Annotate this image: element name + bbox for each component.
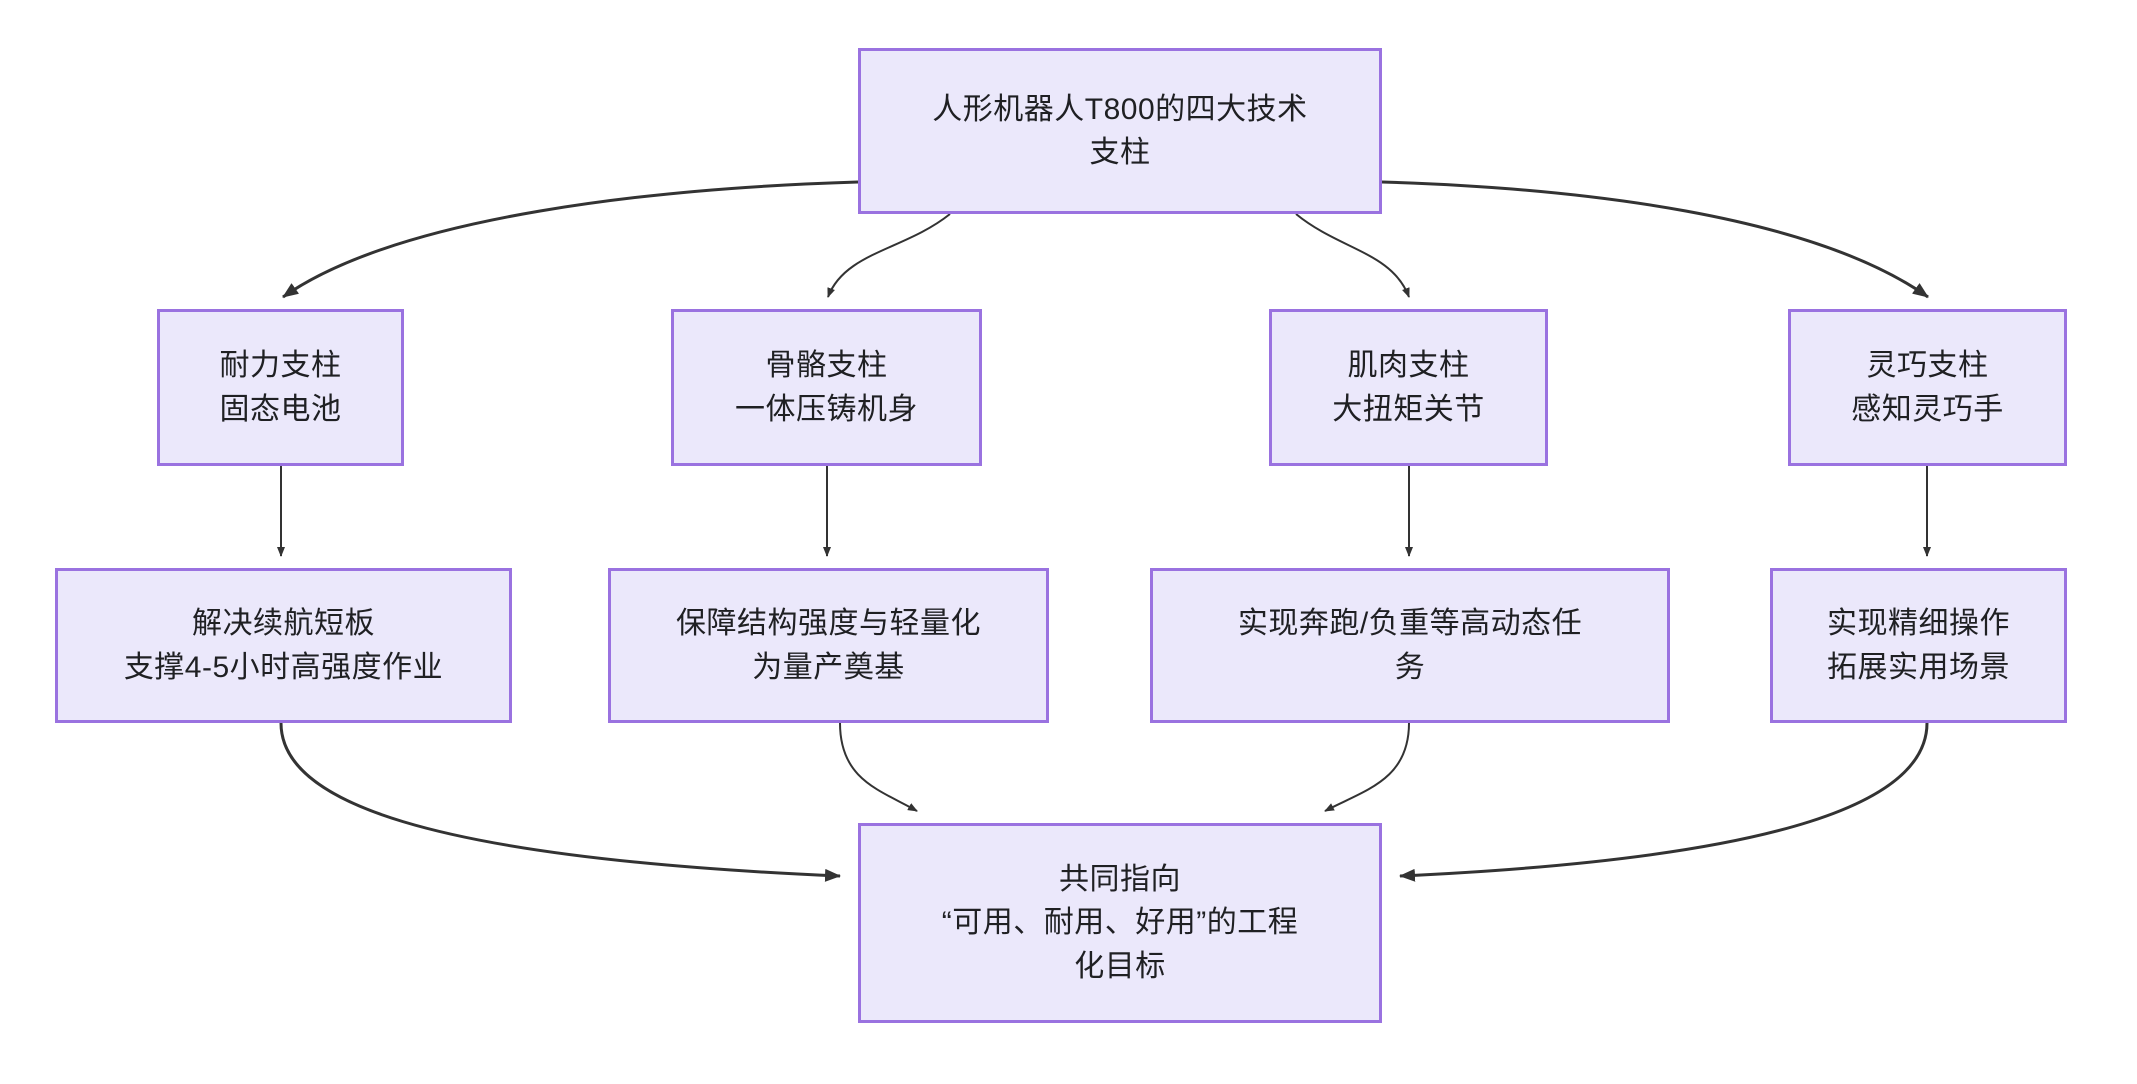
edge-outcome3-goal	[1324, 722, 1410, 812]
node-outcome-muscle[interactable]: 实现奔跑/负重等高动态任 务	[1150, 568, 1670, 723]
node-outcome-muscle-label: 实现奔跑/负重等高动态任 务	[1237, 607, 1583, 684]
edge-root-pillar3	[1295, 213, 1410, 298]
node-root-label: 人形机器人T800的四大技术 支柱	[932, 92, 1308, 170]
edge-outcome2-goal	[839, 722, 918, 812]
node-pillar-dexterity[interactable]: 灵巧支柱 感知灵巧手	[1788, 309, 2067, 466]
edge-outcome4-goal	[1399, 722, 1929, 882]
node-pillar-dexterity-label: 灵巧支柱 感知灵巧手	[1851, 349, 2004, 426]
node-outcome-skeleton[interactable]: 保障结构强度与轻量化 为量产奠基	[608, 568, 1049, 723]
node-pillar-muscle[interactable]: 肌肉支柱 大扭矩关节	[1269, 309, 1548, 466]
node-pillar-skeleton[interactable]: 骨骼支柱 一体压铸机身	[671, 309, 982, 466]
node-outcome-dexterity-label: 实现精细操作 拓展实用场景	[1827, 607, 2010, 684]
edge-outcome1-goal	[279, 722, 841, 882]
node-root[interactable]: 人形机器人T800的四大技术 支柱	[858, 48, 1382, 214]
node-outcome-dexterity[interactable]: 实现精细操作 拓展实用场景	[1770, 568, 2067, 723]
node-pillar-endurance-label: 耐力支柱 固态电池	[219, 349, 342, 426]
edge-root-pillar4	[1381, 180, 1929, 299]
node-pillar-endurance[interactable]: 耐力支柱 固态电池	[157, 309, 404, 466]
edge-root-pillar2	[827, 213, 951, 298]
node-outcome-skeleton-label: 保障结构强度与轻量化 为量产奠基	[676, 607, 981, 684]
node-outcome-endurance-label: 解决续航短板 支撑4-5小时高强度作业	[123, 607, 444, 684]
node-pillar-skeleton-label: 骨骼支柱 一体压铸机身	[735, 349, 918, 426]
node-goal[interactable]: 共同指向 “可用、耐用、好用”的工程 化目标	[858, 823, 1382, 1023]
edge-root-pillar1	[282, 180, 859, 299]
node-pillar-muscle-label: 肌肉支柱 大扭矩关节	[1332, 349, 1485, 426]
node-outcome-endurance[interactable]: 解决续航短板 支撑4-5小时高强度作业	[55, 568, 512, 723]
node-goal-label: 共同指向 “可用、耐用、好用”的工程 化目标	[941, 862, 1299, 983]
